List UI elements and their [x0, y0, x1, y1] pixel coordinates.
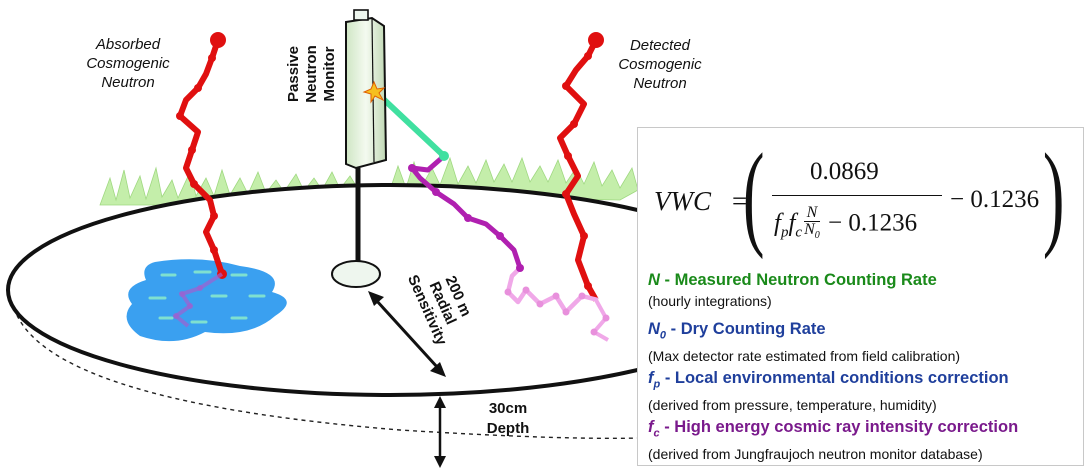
monitor-label-line: Passive: [285, 46, 302, 102]
monitor-label: Passive Neutron Monitor: [268, 18, 356, 130]
depth-label-line: 30cm: [488, 400, 528, 417]
absorbed-label-line: Neutron: [101, 74, 155, 91]
definition-n0: N0 - Dry Counting Rate (Max detector rat…: [648, 318, 1082, 366]
depth-arrow-icon: [434, 396, 446, 468]
den-fc: f: [788, 209, 796, 237]
equation-lhs: VWC: [654, 186, 711, 216]
def-title-text: - Dry Counting Rate: [666, 320, 826, 338]
depth-label: 30cm Depth: [478, 399, 538, 439]
water-puddle: [126, 259, 287, 342]
def-symbol-sub: 0: [659, 329, 667, 342]
def-symbol: N: [648, 320, 660, 338]
detected-neutron-label: Detected Cosmogenic Neutron: [600, 36, 720, 93]
definition-desc: (derived from pressure, temperature, hum…: [648, 397, 937, 414]
definition-title: N0 - Dry Counting Rate: [648, 318, 1082, 346]
spark-icon: [362, 80, 386, 104]
outer-minus: − 0.1236: [950, 186, 1040, 213]
arrow-icon: [368, 291, 446, 377]
den-fp: f: [774, 209, 781, 237]
definition-desc: (derived from Jungfraujoch neutron monit…: [648, 446, 983, 463]
monitor-label-line: Neutron: [303, 45, 320, 103]
absorbed-label-line: Cosmogenic: [86, 55, 170, 72]
def-title-text: - High energy cosmic ray intensity corre…: [659, 418, 1019, 436]
sensitivity-label: 200 m Radial Sensitivity: [388, 268, 498, 347]
equation-numerator: 0.0869: [810, 158, 879, 185]
definition-desc: (hourly integrations): [648, 293, 772, 309]
definition-n: N - Measured Neutron Counting Rate (hour…: [648, 269, 1082, 311]
detected-neutron-path: [375, 32, 610, 342]
def-symbol: N: [648, 271, 660, 289]
neutron-source-right: [588, 32, 604, 48]
definition-title: N - Measured Neutron Counting Rate: [648, 269, 1082, 291]
detected-label-line: Detected: [629, 37, 691, 54]
def-symbol-sub: c: [653, 427, 660, 440]
definition-fc: fc - High energy cosmic ray intensity co…: [648, 416, 1082, 464]
absorbed-neutron-label: Absorbed Cosmogenic Neutron: [68, 35, 188, 92]
definition-title: fp - Local environmental conditions corr…: [648, 367, 1082, 395]
monitor-label-line: Monitor: [321, 46, 338, 102]
def-title-text: - Local environmental conditions correct…: [660, 369, 1009, 387]
fraction-bar: [772, 195, 942, 196]
ratio-bottom-sub: 0: [814, 230, 820, 242]
detected-label-line: Neutron: [633, 75, 687, 92]
def-symbol-sub: p: [653, 378, 661, 391]
den-fp-sub: p: [780, 224, 789, 241]
ratio-top: N: [806, 204, 818, 221]
ratio-bottom: N: [804, 221, 815, 238]
def-title-text: - Measured Neutron Counting Rate: [659, 271, 937, 289]
definition-title: fc - High energy cosmic ray intensity co…: [648, 416, 1082, 444]
equation-equals: =: [732, 186, 748, 216]
absorbed-label-line: Absorbed: [95, 36, 161, 53]
def-symbol: f: [648, 418, 654, 436]
left-paren: (: [742, 129, 765, 260]
den-fc-sub: c: [795, 224, 803, 241]
absorbed-neutron-path: [172, 32, 227, 328]
detected-label-line: Cosmogenic: [618, 56, 702, 73]
depth-label-line: Depth: [486, 420, 530, 437]
neutron-source-left: [210, 32, 226, 48]
right-paren: ): [1042, 129, 1065, 260]
ratio-bottom-wrap: N0: [804, 221, 820, 244]
definition-desc: (Max detector rate estimated from field …: [648, 348, 961, 365]
den-minus: − 0.1236: [821, 209, 918, 237]
def-symbol: f: [648, 369, 654, 387]
definition-fp: fp - Local environmental conditions corr…: [648, 367, 1082, 415]
